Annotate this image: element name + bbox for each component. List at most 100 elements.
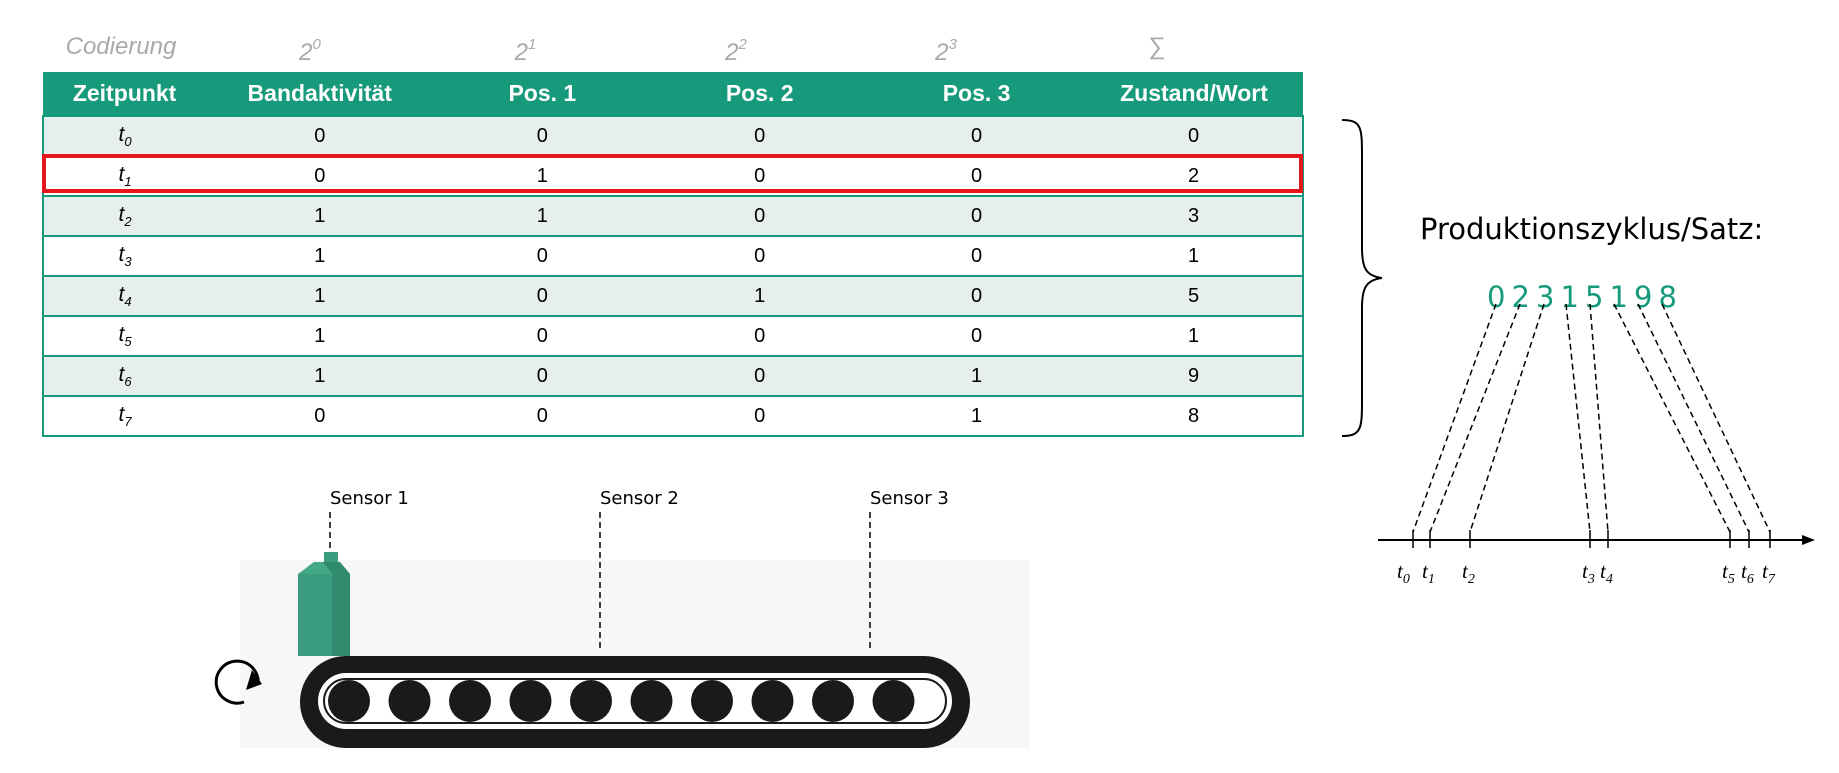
time-cell: t5 bbox=[41, 315, 207, 357]
value-cell: 0 bbox=[433, 395, 652, 437]
value-cell: 0 bbox=[651, 235, 869, 277]
timeline-label: t5 bbox=[1722, 559, 1735, 587]
value-cell: 1 bbox=[206, 275, 434, 317]
cycle-digit: 1 bbox=[1560, 280, 1579, 314]
brace-icon bbox=[1341, 119, 1383, 437]
value-cell: 0 bbox=[868, 155, 1086, 197]
value-cell: 5 bbox=[1085, 275, 1304, 317]
digit-connector bbox=[1637, 303, 1750, 533]
value-cell: 0 bbox=[868, 115, 1086, 157]
table-header-row: Zeitpunkt Bandaktivität Pos. 1 Pos. 2 Po… bbox=[43, 72, 1303, 116]
belt-roller bbox=[328, 680, 370, 722]
header-pos3: Pos. 3 bbox=[868, 72, 1086, 116]
digit-connector bbox=[1429, 303, 1521, 533]
belt-roller bbox=[388, 680, 431, 722]
digit-connector bbox=[1613, 303, 1731, 533]
value-cell: 0 bbox=[433, 315, 652, 357]
cycle-digit: 0 bbox=[1487, 280, 1506, 314]
header-pos1: Pos. 1 bbox=[433, 72, 652, 116]
value-cell: 0 bbox=[868, 315, 1086, 357]
value-cell: 0 bbox=[206, 115, 434, 157]
time-cell: t0 bbox=[41, 115, 207, 157]
value-cell: 1 bbox=[206, 235, 434, 277]
value-cell: 0 bbox=[651, 395, 869, 437]
sensor-label: Sensor 2 bbox=[600, 488, 679, 509]
value-cell: 1 bbox=[651, 275, 869, 317]
digit-connector bbox=[1589, 303, 1609, 533]
coding-power-2: 22 bbox=[725, 36, 747, 66]
timeline-arrowhead bbox=[1802, 535, 1815, 545]
value-cell: 1 bbox=[433, 155, 652, 197]
value-cell: 8 bbox=[1085, 395, 1304, 437]
coding-power-1: 21 bbox=[514, 36, 537, 66]
value-cell: 0 bbox=[868, 275, 1086, 317]
value-cell: 1 bbox=[868, 355, 1086, 397]
belt-track bbox=[323, 678, 947, 724]
sensor-label: Sensor 3 bbox=[870, 488, 949, 509]
value-cell: 1 bbox=[206, 195, 434, 237]
header-bandaktivitaet: Bandaktivität bbox=[206, 72, 434, 116]
cycle-digit: 3 bbox=[1536, 280, 1555, 314]
belt-roller bbox=[449, 680, 491, 722]
value-cell: 1 bbox=[868, 395, 1086, 437]
value-cell: 1 bbox=[1085, 315, 1304, 357]
belt-roller bbox=[630, 680, 673, 722]
sensor-label: Sensor 1 bbox=[330, 488, 409, 509]
belt-roller bbox=[872, 680, 915, 722]
value-cell: 0 bbox=[433, 115, 652, 157]
value-cell: 0 bbox=[433, 355, 652, 397]
value-cell: 0 bbox=[651, 315, 869, 357]
digit-connector bbox=[1661, 303, 1771, 533]
coding-sum: ∑ bbox=[1147, 33, 1166, 60]
value-cell: 3 bbox=[1085, 195, 1304, 237]
time-cell: t1 bbox=[41, 155, 207, 197]
timeline-label: t4 bbox=[1600, 559, 1613, 587]
value-cell: 1 bbox=[206, 355, 434, 397]
timeline-label: t6 bbox=[1741, 559, 1754, 587]
conveyor-belt: Sensor 1 Sensor 2 Sensor 3 bbox=[214, 488, 1030, 748]
value-cell: 0 bbox=[1085, 115, 1304, 157]
value-cell: 0 bbox=[433, 235, 652, 277]
value-cell: 1 bbox=[1085, 235, 1304, 277]
value-cell: 1 bbox=[206, 315, 434, 357]
time-cell: t2 bbox=[41, 195, 207, 237]
coding-power-0: 20 bbox=[299, 36, 321, 66]
coding-power-3: 23 bbox=[935, 36, 957, 66]
value-cell: 0 bbox=[651, 355, 869, 397]
time-cell: t4 bbox=[41, 275, 207, 317]
coding-label: Codierung bbox=[65, 33, 177, 60]
state-table: Zeitpunkt Bandaktivität Pos. 1 Pos. 2 Po… bbox=[41, 72, 1304, 437]
value-cell: 0 bbox=[206, 155, 434, 197]
belt-roller bbox=[509, 680, 552, 722]
belt-roller bbox=[751, 680, 794, 722]
timeline-label: t1 bbox=[1422, 559, 1435, 587]
belt-roller bbox=[812, 680, 854, 722]
header-pos2: Pos. 2 bbox=[651, 72, 869, 116]
timeline-label: t2 bbox=[1462, 559, 1475, 587]
digit-connector bbox=[1412, 303, 1497, 533]
digit-connector bbox=[1469, 303, 1545, 533]
header-zeitpunkt: Zeitpunkt bbox=[43, 72, 207, 116]
time-cell: t6 bbox=[41, 355, 207, 397]
timeline-label: t7 bbox=[1762, 559, 1776, 587]
value-cell: 0 bbox=[651, 115, 869, 157]
header-zustand-wort: Zustand/Wort bbox=[1085, 72, 1303, 116]
value-cell: 0 bbox=[433, 275, 652, 317]
rotate-arrow-icon bbox=[214, 659, 262, 705]
value-cell: 0 bbox=[651, 195, 869, 237]
time-cell: t7 bbox=[41, 395, 207, 437]
belt-roller bbox=[691, 680, 733, 722]
cycle-title: Produktionszyklus/Satz: bbox=[1420, 212, 1764, 246]
value-cell: 0 bbox=[868, 235, 1086, 277]
digit-connector bbox=[1565, 303, 1591, 533]
belt-roller bbox=[570, 680, 612, 722]
milk-carton-icon bbox=[298, 552, 350, 656]
